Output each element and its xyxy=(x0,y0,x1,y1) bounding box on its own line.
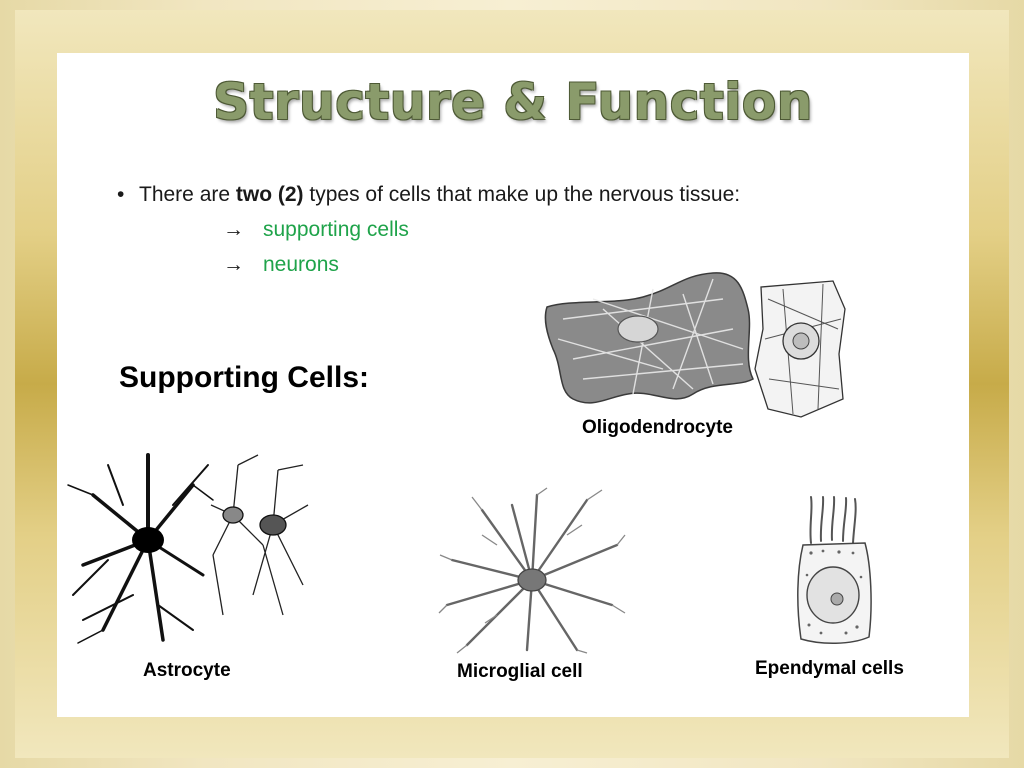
astrocyte-caption: Astrocyte xyxy=(143,660,231,681)
bullet-text-before: There are xyxy=(139,183,236,206)
sub-item-supporting-cells: → supporting cells xyxy=(223,218,409,242)
bullet-line: • There are two (2) types of cells that m… xyxy=(117,183,740,207)
bullet-marker: • xyxy=(117,183,125,206)
microglial-caption: Microglial cell xyxy=(457,661,583,682)
microglial-cell-image xyxy=(438,487,626,654)
sub-item-label: supporting cells xyxy=(263,218,409,241)
slide-title: Structure & Function xyxy=(213,73,813,131)
bullet-bold-text: two (2) xyxy=(235,183,304,206)
sub-item-label: neurons xyxy=(263,253,339,276)
arrow-icon: → xyxy=(223,253,244,276)
sub-item-neurons: → neurons xyxy=(223,253,339,277)
arrow-icon: → xyxy=(223,218,244,241)
ependymal-cell-image xyxy=(797,496,872,645)
ependymal-caption: Ependymal cells xyxy=(755,658,904,679)
bullet-text-after: types of cells that make up the nervous … xyxy=(303,183,741,206)
oligodendrocyte-image xyxy=(544,272,846,418)
slide-content: Structure & Function • There are two (2) … xyxy=(57,53,969,717)
oligodendrocyte-caption: Oligodendrocyte xyxy=(582,417,733,438)
supporting-cells-heading: Supporting Cells: xyxy=(119,361,369,394)
astrocyte-image xyxy=(67,453,309,644)
